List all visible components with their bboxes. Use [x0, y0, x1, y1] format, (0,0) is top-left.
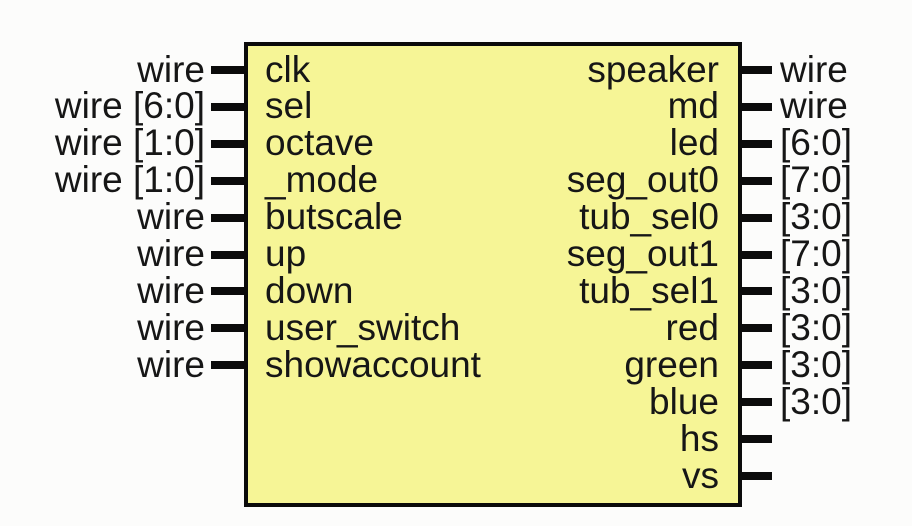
input-pin-stub[interactable]: [211, 102, 248, 111]
right-external-column: wire wire [6:0] [7:0] [3:0] [7:0] [3:0] …: [739, 48, 912, 495]
output-pin-stub[interactable]: [739, 250, 772, 259]
input-type-label: wire: [137, 306, 205, 348]
input-port-name[interactable]: user_switch: [265, 306, 461, 348]
output-row: [3:0]: [739, 270, 912, 312]
output-type-label: [7:0]: [780, 233, 852, 275]
input-port-name[interactable]: sel: [265, 85, 313, 127]
output-pin-stub[interactable]: [739, 102, 772, 111]
input-row: wire: [0, 306, 248, 348]
output-row: [739, 458, 912, 495]
output-port-name[interactable]: seg_out0: [566, 159, 719, 201]
input-type-label: wire: [137, 343, 205, 385]
output-type-label: wire: [780, 48, 848, 90]
output-pin-stub[interactable]: [739, 398, 772, 407]
output-row: [7:0]: [739, 159, 912, 201]
output-row: [3:0]: [739, 343, 912, 385]
input-port-name[interactable]: showaccount: [265, 343, 481, 385]
input-row: wire: [0, 343, 248, 385]
output-port-name[interactable]: red: [665, 306, 719, 348]
input-pin-stub[interactable]: [211, 287, 248, 296]
output-type-label: wire: [780, 85, 848, 127]
input-port-name[interactable]: octave: [265, 122, 375, 164]
output-pin-stub[interactable]: [739, 435, 772, 444]
output-port-name[interactable]: md: [667, 85, 719, 127]
output-pin-stub[interactable]: [739, 139, 772, 148]
input-port-name[interactable]: clk: [265, 48, 311, 90]
input-port-name[interactable]: up: [265, 233, 307, 275]
input-port-names: clk sel octave _mode butscale up down us…: [265, 48, 525, 385]
input-row: wire: [0, 270, 248, 312]
output-type-label: [6:0]: [780, 122, 852, 164]
input-type-label: wire: [137, 196, 205, 238]
output-type-label: [3:0]: [780, 270, 852, 312]
output-row: wire: [739, 48, 912, 90]
input-row: wire: [0, 196, 248, 238]
input-pin-stub[interactable]: [211, 139, 248, 148]
input-row: wire [1:0]: [0, 122, 248, 164]
output-row: [3:0]: [739, 380, 912, 422]
input-type-label: wire: [137, 233, 205, 275]
output-row: wire: [739, 85, 912, 127]
input-type-label: wire: [137, 48, 205, 90]
output-type-label: [3:0]: [780, 196, 852, 238]
output-type-label: [3:0]: [780, 306, 852, 348]
input-pin-stub[interactable]: [211, 65, 248, 74]
output-port-name[interactable]: blue: [649, 380, 719, 422]
input-type-label: wire [1:0]: [54, 159, 205, 201]
output-port-name[interactable]: vs: [682, 454, 719, 496]
input-port-name[interactable]: butscale: [265, 196, 403, 238]
input-type-label: wire: [137, 270, 205, 312]
input-row: wire [6:0]: [0, 85, 248, 127]
output-row: [6:0]: [739, 122, 912, 164]
input-pin-stub[interactable]: [211, 176, 248, 185]
output-port-name[interactable]: speaker: [587, 48, 719, 90]
input-port-name[interactable]: down: [265, 270, 354, 312]
left-external-column: wire wire [6:0] wire [1:0] wire [1:0] wi…: [0, 48, 248, 385]
input-type-label: wire [1:0]: [54, 122, 205, 164]
input-pin-stub[interactable]: [211, 324, 248, 333]
output-type-label: [3:0]: [780, 343, 852, 385]
output-pin-stub[interactable]: [739, 361, 772, 370]
output-pin-stub[interactable]: [739, 472, 772, 481]
output-pin-stub[interactable]: [739, 176, 772, 185]
output-port-name[interactable]: hs: [679, 417, 719, 459]
input-pin-stub[interactable]: [211, 213, 248, 222]
output-pin-stub[interactable]: [739, 213, 772, 222]
output-pin-stub[interactable]: [739, 287, 772, 296]
output-row: [7:0]: [739, 233, 912, 275]
output-port-name[interactable]: tub_sel1: [579, 270, 719, 312]
output-port-name[interactable]: led: [669, 122, 719, 164]
output-port-name[interactable]: seg_out1: [566, 233, 719, 275]
output-pin-stub[interactable]: [739, 65, 772, 74]
module-body[interactable]: [244, 42, 742, 507]
output-pin-stub[interactable]: [739, 324, 772, 333]
output-row: [3:0]: [739, 196, 912, 238]
output-row: [3:0]: [739, 306, 912, 348]
output-port-name[interactable]: tub_sel0: [579, 196, 719, 238]
input-pin-stub[interactable]: [211, 361, 248, 370]
output-type-label: [3:0]: [780, 380, 852, 422]
input-row: wire [1:0]: [0, 159, 248, 201]
output-row: [739, 421, 912, 458]
input-row: wire: [0, 233, 248, 275]
output-port-name[interactable]: green: [624, 343, 719, 385]
input-type-label: wire [6:0]: [54, 85, 205, 127]
output-type-label: [7:0]: [780, 159, 852, 201]
input-row: wire: [0, 48, 248, 90]
input-port-name[interactable]: _mode: [265, 159, 379, 201]
output-port-names: speaker md led seg_out0 tub_sel0 seg_out…: [400, 48, 719, 496]
input-pin-stub[interactable]: [211, 250, 248, 259]
